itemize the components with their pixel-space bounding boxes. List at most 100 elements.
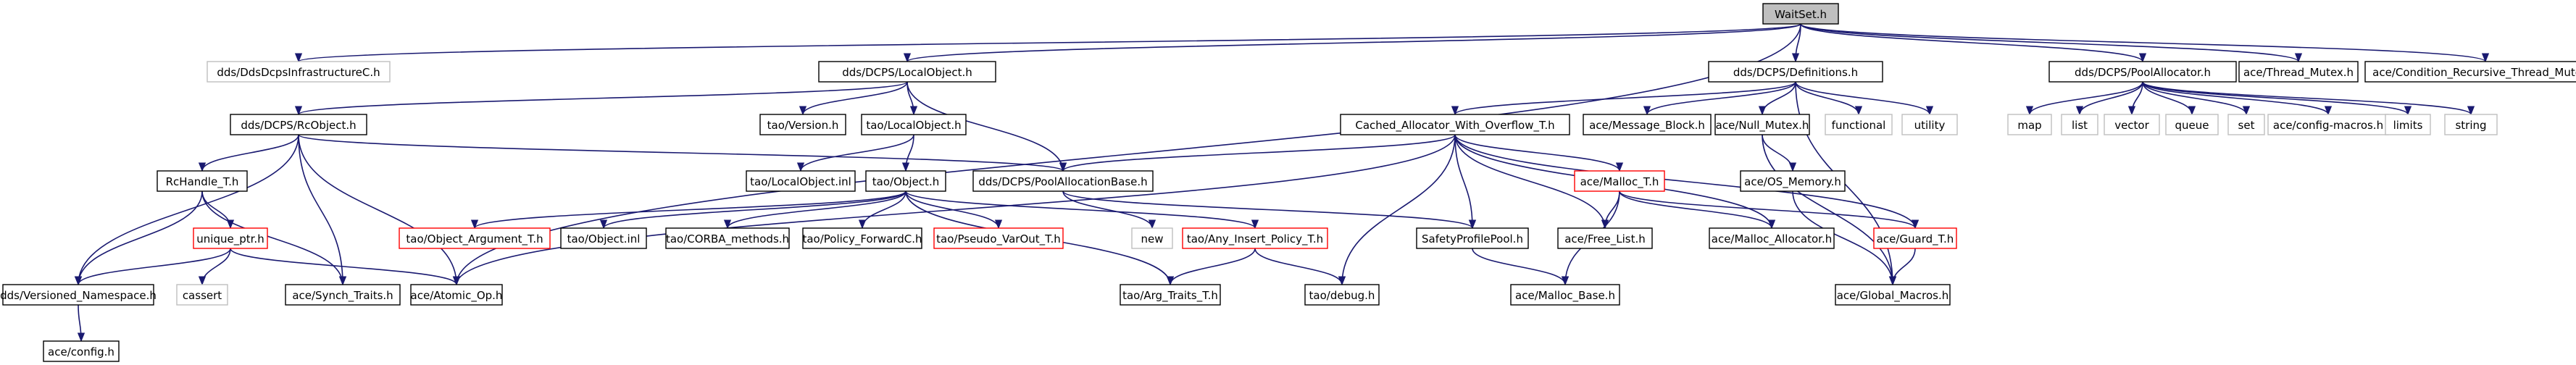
node-policy_forward[interactable]: tao/Policy_ForwardC.h: [802, 227, 922, 249]
node-box-safetyprofilepool: [1416, 227, 1529, 249]
node-box-tao_localobject_inl: [746, 170, 856, 192]
node-rchandle[interactable]: RcHandle_T.h: [157, 170, 248, 192]
edge-poolallocator-to-set: [2142, 81, 2251, 116]
edge-versioned_ns-to-ace_config: [77, 304, 86, 343]
node-box-cond_rec_mutex: [2364, 61, 2576, 83]
node-label-message_block: ace/Message_Block.h: [1589, 119, 1705, 133]
node-label-list: list: [2072, 119, 2088, 132]
node-label-tao_localobject_h: tao/LocalObject.h: [866, 119, 961, 132]
edge-waitset-to-dcpsinfra: [295, 23, 1801, 63]
node-tao_localobject_h[interactable]: tao/LocalObject.h: [861, 114, 967, 135]
node-label-tao_object_h: tao/Object.h: [872, 175, 939, 188]
node-poolallocationbase[interactable]: dds/DCPS/PoolAllocationBase.h: [972, 170, 1154, 192]
node-os_memory[interactable]: ace/OS_Memory.h: [1740, 170, 1846, 192]
node-malloc_t[interactable]: ace/Malloc_T.h: [1574, 170, 1665, 192]
node-label-localobject_h: dds/DCPS/LocalObject.h: [842, 66, 972, 79]
node-label-new: new: [1141, 232, 1163, 246]
node-tao_localobject_inl[interactable]: tao/LocalObject.inl: [746, 170, 856, 192]
edge-cached_alloc-to-poolallocationbase: [1059, 134, 1456, 172]
edge-os_memory-to-global_macros: [1792, 190, 1897, 286]
edge-waitset-to-localobject_h: [904, 23, 1801, 63]
node-box-new: [1131, 227, 1173, 249]
node-box-unique_ptr: [193, 227, 268, 249]
edge-cached_alloc-to-atomic_op: [453, 134, 1456, 286]
node-map: map: [2007, 114, 2052, 135]
node-tao_version[interactable]: tao/Version.h: [759, 114, 846, 135]
edge-tao_object_h-to-object_argument: [471, 190, 906, 230]
node-box-atomic_op: [410, 284, 503, 306]
node-message_block[interactable]: ace/Message_Block.h: [1583, 114, 1712, 135]
node-waitset[interactable]: WaitSet.h: [1762, 3, 1839, 25]
node-object_argument[interactable]: tao/Object_Argument_T.h: [399, 227, 551, 249]
node-corba_methods[interactable]: tao/CORBA_methods.h: [665, 227, 790, 249]
node-box-utility: [1901, 114, 1958, 135]
node-label-ace_config: ace/config.h: [48, 345, 114, 358]
node-any_insert[interactable]: tao/Any_Insert_Policy_T.h: [1182, 227, 1328, 249]
node-box-config_macros: [2267, 114, 2389, 135]
node-label-utility: utility: [1914, 119, 1946, 132]
node-global_macros[interactable]: ace/Global_Macros.h: [1835, 284, 1951, 306]
edge-cached_alloc-to-free_list: [1454, 134, 1609, 230]
node-unique_ptr[interactable]: unique_ptr.h: [193, 227, 268, 249]
node-malloc_base[interactable]: ace/Malloc_Base.h: [1510, 284, 1620, 306]
node-definitions[interactable]: dds/DCPS/Definitions.h: [1708, 61, 1883, 83]
edge-any_insert-to-tao_debug: [1254, 248, 1346, 286]
node-guard_t[interactable]: ace/Guard_T.h: [1873, 227, 1957, 249]
edge-rcobject-to-rchandle: [198, 134, 299, 172]
node-cassert: cassert: [176, 284, 228, 306]
edge-definitions-to-utility: [1795, 81, 1934, 116]
node-tao_object_h[interactable]: tao/Object.h: [865, 170, 946, 192]
node-arg_traits[interactable]: tao/Arg_Traits_T.h: [1120, 284, 1221, 306]
node-localobject_h[interactable]: dds/DCPS/LocalObject.h: [818, 61, 996, 83]
node-vector: vector: [2104, 114, 2160, 135]
node-synch_traits[interactable]: ace/Synch_Traits.h: [285, 284, 401, 306]
node-rcobject[interactable]: dds/DCPS/RcObject.h: [230, 114, 367, 135]
node-label-versioned_ns: dds/Versioned_Namespace.h: [0, 289, 157, 303]
node-ace_config[interactable]: ace/config.h: [43, 340, 120, 362]
node-functional: functional: [1825, 114, 1893, 135]
node-atomic_op[interactable]: ace/Atomic_Op.h: [410, 284, 503, 306]
node-label-object_argument: tao/Object_Argument_T.h: [406, 232, 543, 246]
node-box-waitset: [1762, 3, 1839, 25]
edge-definitions-to-null_mutex: [1758, 81, 1796, 116]
node-label-string: string: [2455, 119, 2486, 132]
node-null_mutex[interactable]: ace/Null_Mutex.h: [1714, 114, 1810, 135]
node-label-poolallocator: dds/DCPS/PoolAllocator.h: [2075, 66, 2211, 79]
node-box-any_insert: [1182, 227, 1328, 249]
node-pseudo_varout[interactable]: tao/Pseudo_VarOut_T.h: [933, 227, 1064, 249]
edge-tao_object_h-to-object_inl: [600, 190, 906, 230]
edge-rcobject-to-poolallocationbase: [298, 134, 1067, 172]
edge-waitset-to-poolallocator: [1800, 23, 2146, 63]
edge-tao_object_h-to-any_insert: [905, 190, 1259, 230]
node-box-rchandle: [157, 170, 248, 192]
node-label-pseudo_varout: tao/Pseudo_VarOut_T.h: [936, 232, 1061, 246]
node-label-free_list: ace/Free_List.h: [1564, 232, 1646, 246]
node-box-list: [2061, 114, 2098, 135]
node-utility: utility: [1901, 114, 1958, 135]
node-safetyprofilepool[interactable]: SafetyProfilePool.h: [1416, 227, 1529, 249]
node-label-queue: queue: [2175, 119, 2209, 132]
edge-rchandle-to-synch_traits: [201, 190, 347, 286]
node-label-any_insert: tao/Any_Insert_Policy_T.h: [1187, 232, 1323, 246]
node-free_list[interactable]: ace/Free_List.h: [1557, 227, 1653, 249]
node-versioned_ns[interactable]: dds/Versioned_Namespace.h: [0, 284, 157, 306]
edge-poolallocator-to-string: [2142, 81, 2475, 116]
node-label-cached_alloc: Cached_Allocator_With_Overflow_T.h: [1355, 119, 1554, 133]
node-cond_rec_mutex[interactable]: ace/Condition_Recursive_Thread_Mutex.h: [2364, 61, 2576, 83]
edge-guard_t-to-global_macros: [1888, 248, 1916, 286]
edge-tao_object_h-to-corba_methods: [723, 190, 906, 230]
node-tao_debug[interactable]: tao/debug.h: [1304, 284, 1380, 306]
node-cached_alloc[interactable]: Cached_Allocator_With_Overflow_T.h: [1340, 114, 1570, 135]
node-list: list: [2061, 114, 2098, 135]
edge-cached_alloc-to-malloc_t: [1454, 134, 1624, 172]
node-label-malloc_t: ace/Malloc_T.h: [1580, 175, 1659, 189]
node-box-malloc_allocator: [1709, 227, 1835, 249]
node-malloc_allocator[interactable]: ace/Malloc_Allocator.h: [1709, 227, 1835, 249]
node-thread_mutex[interactable]: ace/Thread_Mutex.h: [2238, 61, 2359, 83]
node-object_inl[interactable]: tao/Object.inl: [560, 227, 647, 249]
node-box-map: [2007, 114, 2052, 135]
node-label-cond_rec_mutex: ace/Condition_Recursive_Thread_Mutex.h: [2372, 66, 2576, 80]
node-poolallocator[interactable]: dds/DCPS/PoolAllocator.h: [2048, 61, 2237, 83]
node-label-malloc_allocator: ace/Malloc_Allocator.h: [1712, 232, 1832, 246]
edge-rcobject-to-synch_traits: [298, 134, 347, 286]
